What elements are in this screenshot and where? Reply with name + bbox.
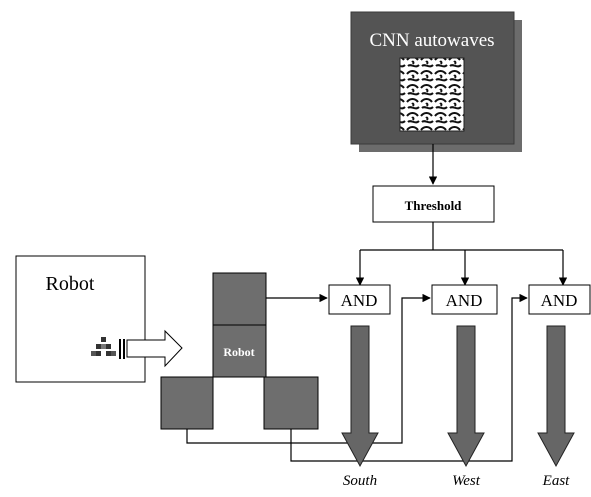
output-label-east: East — [542, 473, 571, 489]
connector-east-to-and-east — [290, 293, 528, 462]
and-gate-east: AND — [528, 284, 591, 315]
cnn-autowaves-panel: CNN autowaves — [350, 11, 522, 152]
robot-box-label: Robot — [46, 273, 95, 295]
robot-cell-label: Robot — [223, 345, 254, 359]
sensor-cell-west — [160, 376, 214, 430]
sensor-grid: Robot — [160, 272, 319, 430]
output-label-west: West — [452, 473, 481, 489]
robot-frame — [15, 255, 146, 383]
sensor-cell-east — [263, 376, 319, 430]
and-gate-south: AND — [328, 284, 391, 315]
threshold-block: Threshold — [372, 185, 495, 223]
and-label-west: AND — [446, 291, 483, 310]
input-arrow — [126, 329, 183, 368]
sensor-cell-robot — [212, 324, 267, 378]
robot-icon — [91, 337, 116, 356]
sensor-cell-north — [212, 272, 267, 326]
output-arrow-south — [341, 325, 379, 468]
connector-west-to-and-west — [186, 293, 431, 444]
cnn-autowaves-label: CNN autowaves — [369, 30, 494, 51]
output-label-south: South — [343, 473, 377, 489]
and-gate-west: AND — [431, 284, 498, 315]
autowave-pattern-image — [399, 57, 465, 132]
and-label-east: AND — [541, 291, 578, 310]
and-box-south — [328, 284, 391, 315]
and-box-west — [431, 284, 498, 315]
output-arrow-east — [537, 325, 575, 468]
robot-box: Robot — [15, 255, 146, 383]
sensor-bars-icon — [119, 339, 125, 359]
output-arrow-west — [447, 325, 485, 468]
and-label-south: AND — [341, 291, 378, 310]
threshold-label: Threshold — [405, 198, 463, 213]
and-box-east — [528, 284, 591, 315]
